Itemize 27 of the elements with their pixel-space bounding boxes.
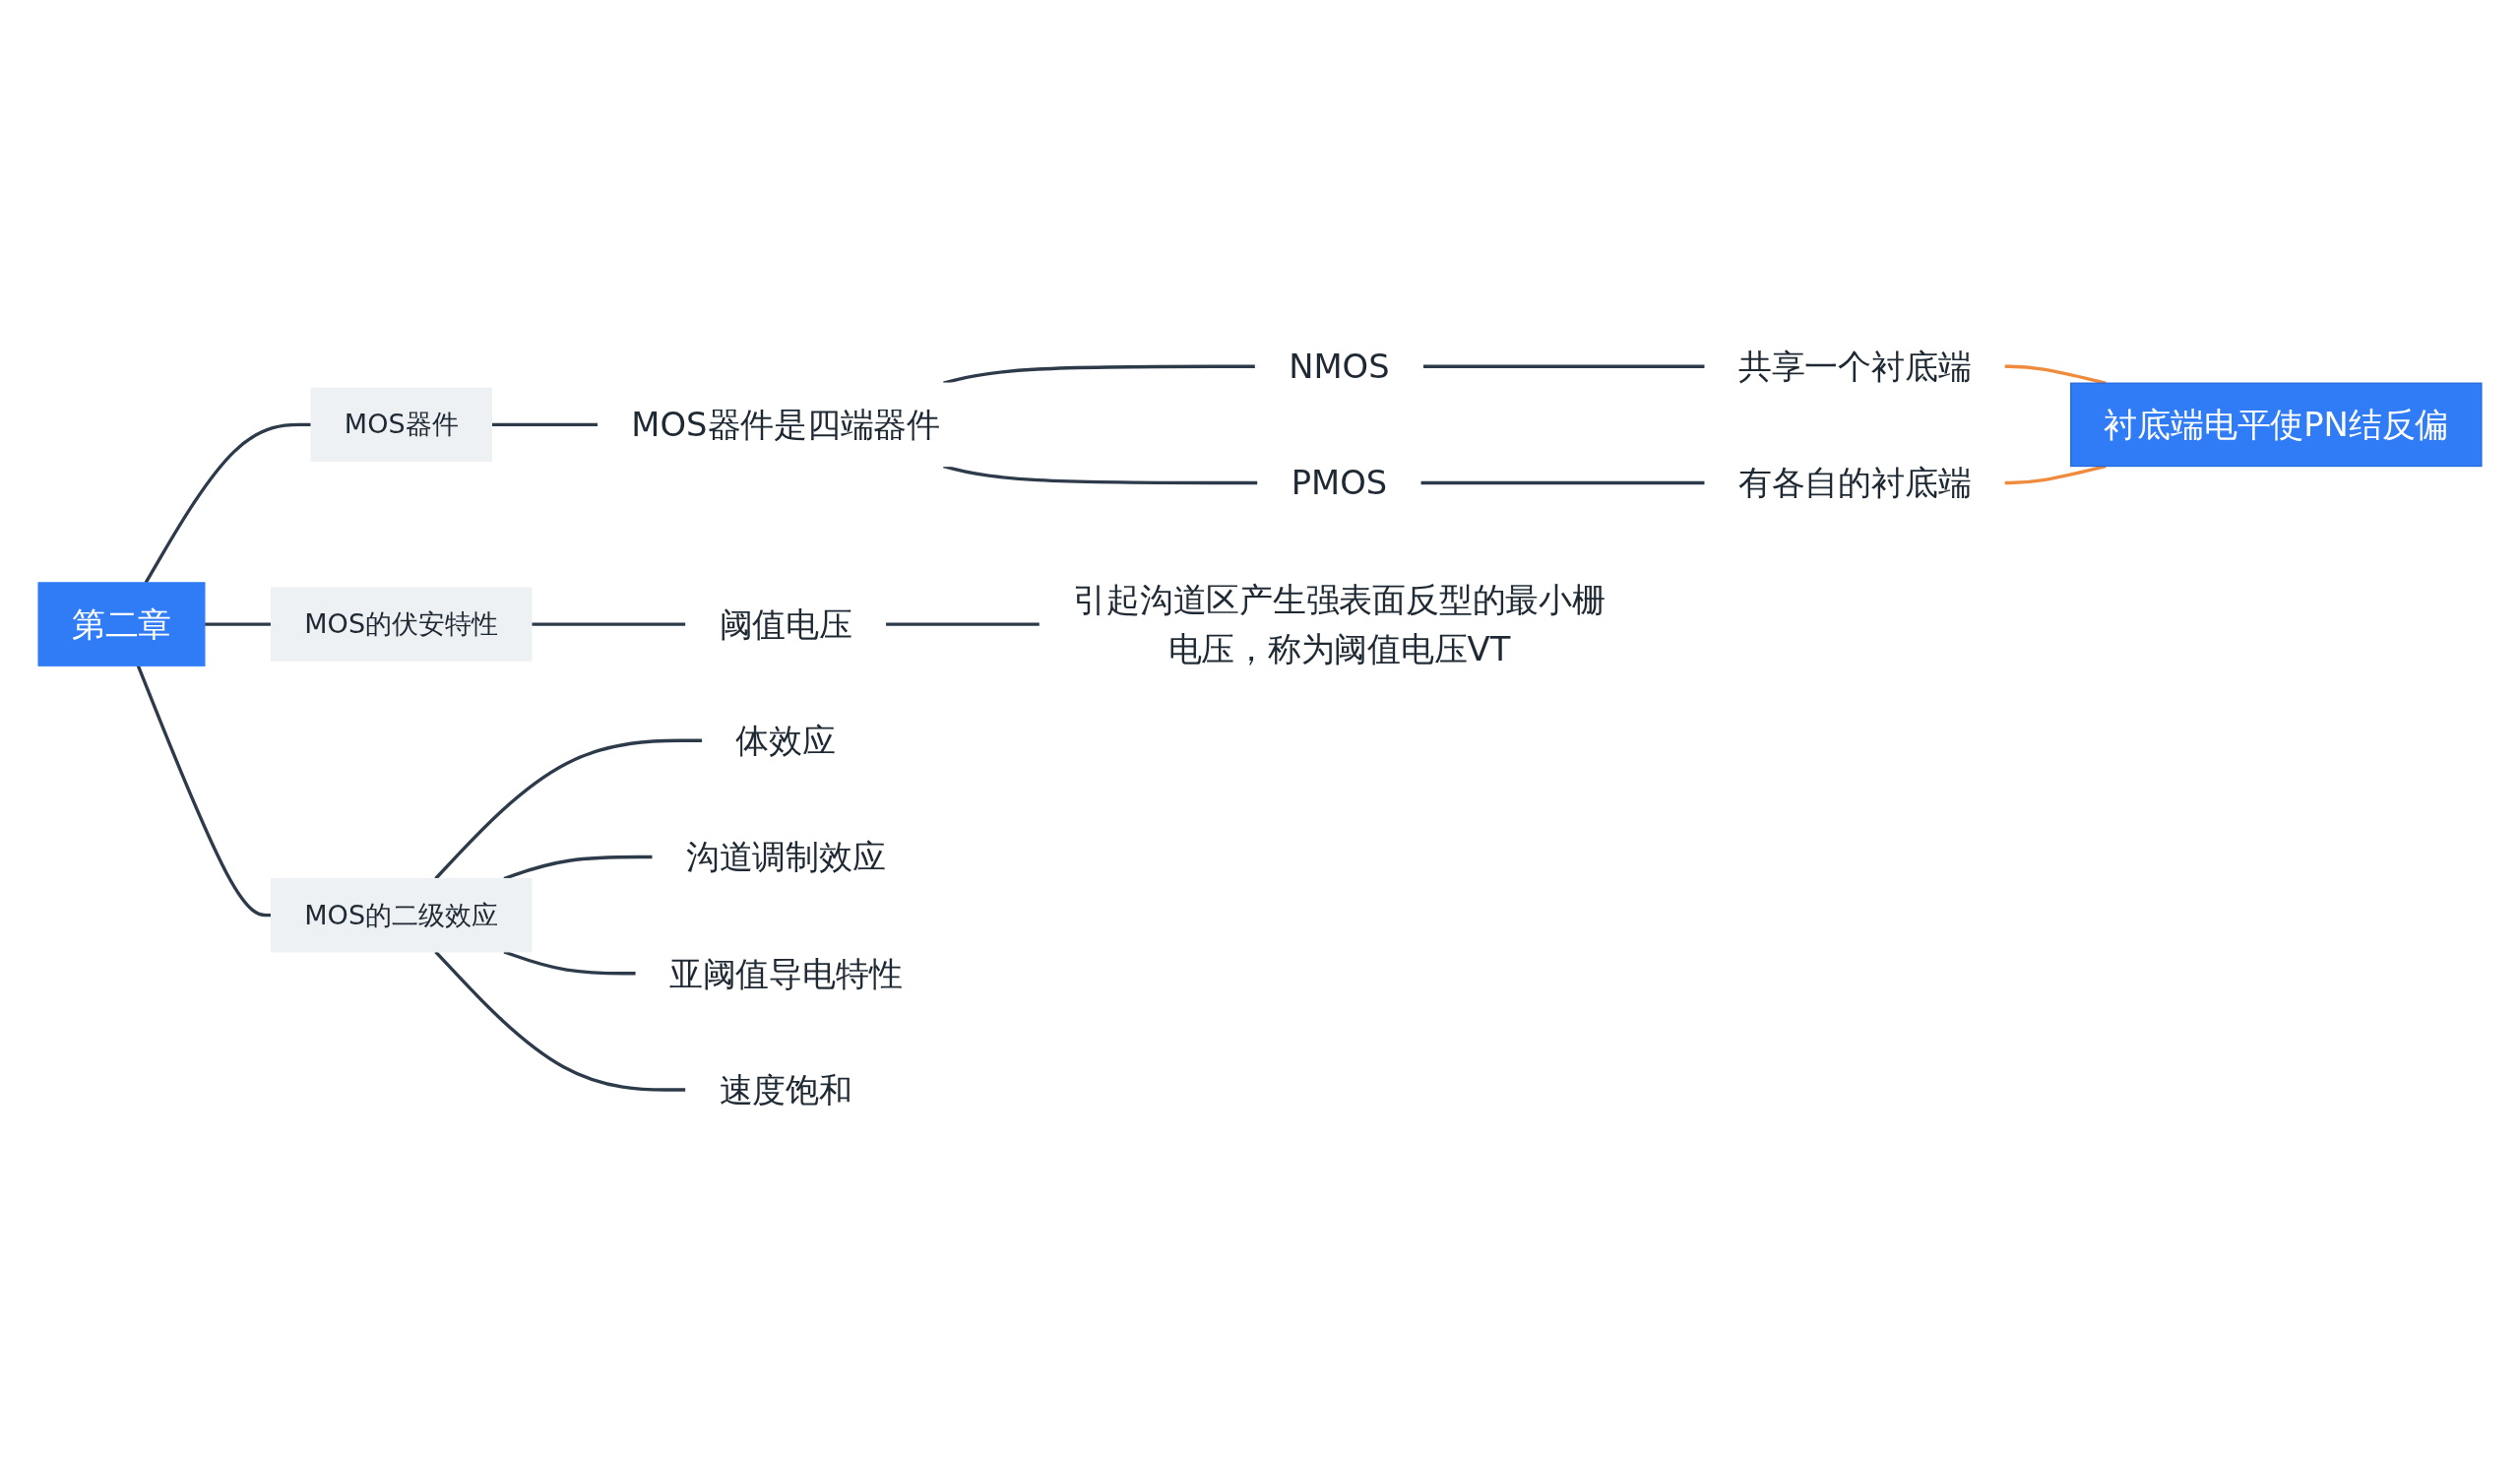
node-text: 有各自的衬底端	[1737, 464, 1972, 503]
connector	[136, 665, 272, 918]
node-text: 阈值电压	[719, 604, 852, 645]
connector	[943, 465, 1258, 485]
connector	[204, 622, 272, 627]
node-text: 速度饱和	[719, 1070, 852, 1110]
connector	[2004, 465, 2107, 485]
node-box: 第二章	[37, 582, 206, 667]
node-text: 体效应	[735, 721, 836, 761]
node-text: 共享一个衬底端	[1737, 347, 1972, 387]
node-text: 引起沟道区产生强表面反型的最小栅电压，称为阈值电压VT	[1073, 580, 1606, 669]
connector	[491, 423, 598, 427]
connector	[434, 951, 686, 1093]
node-box: MOS器件	[310, 388, 492, 463]
node-box: 衬底端电平使PN结反偏	[2070, 382, 2483, 468]
connector	[144, 423, 312, 585]
node-text: MOS器件是四端器件	[631, 406, 941, 445]
connector	[1422, 364, 1706, 369]
connector	[885, 622, 1040, 627]
node-box: MOS的二级效应	[270, 878, 533, 953]
node-text: PMOS	[1291, 464, 1388, 503]
node-box: MOS的伏安特性	[270, 587, 533, 663]
connector	[1420, 481, 1706, 485]
node-text: 沟道调制效应	[685, 838, 886, 877]
node-text: NMOS	[1289, 347, 1390, 387]
node-text: 亚阈值导电特性	[668, 954, 903, 993]
connector	[532, 622, 686, 627]
